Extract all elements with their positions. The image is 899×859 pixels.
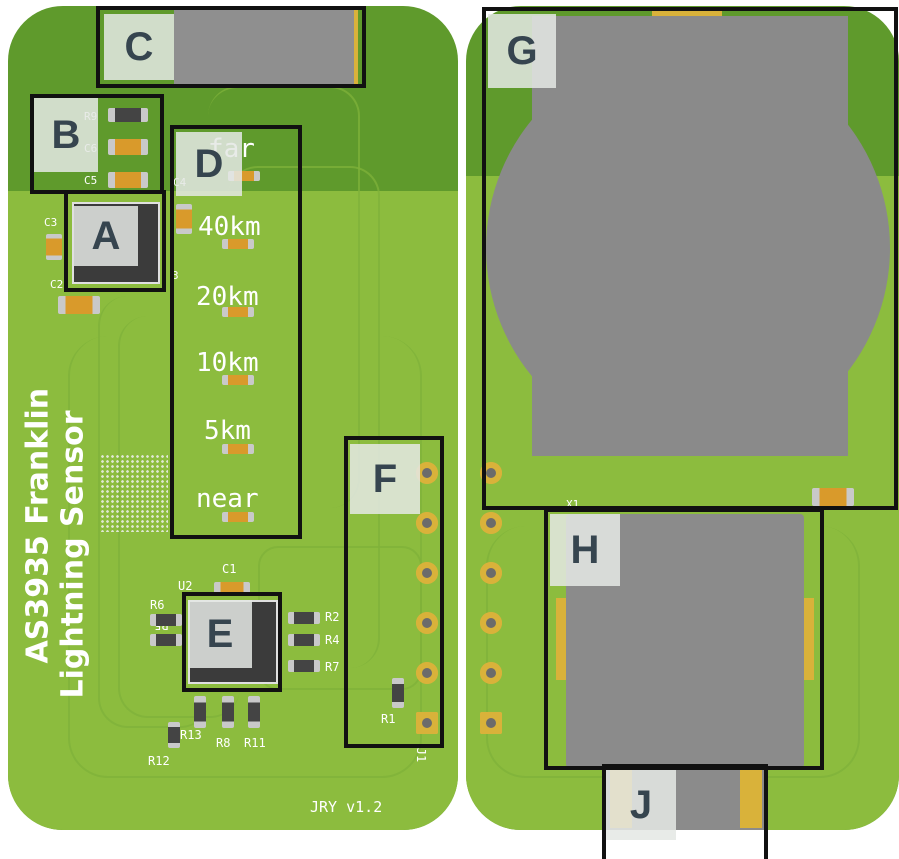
label-c1: C1 — [222, 562, 237, 576]
distance-label-near: near — [196, 484, 259, 514]
led-5km — [222, 444, 254, 454]
region-label-b: B — [34, 98, 98, 172]
board-title-line1: AS3935 Franklin — [20, 387, 56, 664]
header-pin-5 — [416, 662, 438, 684]
resistor-r9 — [108, 108, 148, 122]
label-r13: R13 — [180, 728, 202, 742]
header-pin-2 — [416, 512, 438, 534]
region-label-j: J — [606, 770, 676, 840]
capacitor-c4 — [176, 204, 192, 234]
resistor-r5 — [150, 634, 182, 646]
label-r2: R2 — [325, 610, 340, 624]
label-r1: R1 — [381, 712, 396, 726]
battery-holder-body — [532, 16, 848, 456]
label-c3: C3 — [44, 216, 58, 229]
resistor-r6 — [150, 614, 182, 626]
label-c2: C2 — [50, 278, 64, 291]
label-r7: R7 — [325, 660, 340, 674]
antenna-component — [174, 10, 358, 86]
resistor-r11 — [248, 696, 260, 728]
led-40km — [222, 239, 254, 249]
label-u3: 3 — [172, 269, 179, 282]
resistor-r7 — [288, 660, 320, 672]
resistor-r13 — [168, 722, 180, 748]
region-box-c — [96, 6, 366, 88]
capacitor-c3 — [46, 234, 62, 260]
label-c5: C5 — [84, 174, 98, 187]
pcb-trace — [98, 296, 210, 728]
label-r12: R12 — [148, 754, 170, 768]
capacitor-c5 — [108, 172, 148, 188]
region-label-d: D — [176, 132, 242, 196]
region-label-f: F — [350, 444, 420, 514]
led-near — [222, 512, 254, 522]
label-r11: R11 — [244, 736, 266, 750]
capacitor-c2 — [58, 296, 100, 314]
capacitor-right — [812, 488, 854, 506]
capacitor-c6 — [108, 139, 148, 155]
top-gold-pad — [652, 10, 722, 20]
label-j1: J1 — [414, 747, 429, 763]
region-label-g: G — [488, 14, 556, 88]
board-version: JRY v1.2 — [310, 798, 383, 816]
region-label-e: E — [188, 600, 252, 668]
module-contact-right — [804, 598, 814, 680]
led-far — [228, 171, 260, 181]
right-pin-6 — [480, 712, 502, 734]
capacitor-c1 — [214, 582, 250, 594]
distance-label-5km: 5km — [204, 416, 251, 446]
header-pin-3 — [416, 562, 438, 584]
right-pin-4 — [480, 612, 502, 634]
region-box-d — [170, 125, 302, 539]
pcb-trace — [68, 336, 422, 778]
led-20km — [222, 307, 254, 317]
distance-label-10km: 10km — [196, 348, 259, 378]
board-title-line2: Lightning Sensor — [55, 410, 91, 699]
region-label-c: C — [104, 14, 174, 80]
label-u2: U2 — [178, 579, 193, 593]
region-box-e — [182, 592, 282, 692]
module-contact-left — [556, 598, 566, 680]
label-r8: R8 — [216, 736, 231, 750]
header-pin-4 — [416, 612, 438, 634]
right-pin-2 — [480, 512, 502, 534]
usb-connector-pad-right — [740, 770, 762, 828]
label-r6: R6 — [150, 598, 165, 612]
right-pin-5 — [480, 662, 502, 684]
resistor-r2 — [288, 612, 320, 624]
pcb-trace — [228, 166, 380, 668]
region-label-h: H — [550, 514, 620, 586]
resistor-r1 — [392, 678, 404, 708]
region-box-f — [344, 436, 444, 748]
region-box-b — [30, 94, 164, 194]
resistor-r4 — [288, 634, 320, 646]
resistor-r8 — [222, 696, 234, 728]
region-box-j — [602, 764, 768, 859]
right-pin-3 — [480, 562, 502, 584]
led-10km — [222, 375, 254, 385]
resistor-r12 — [194, 696, 206, 728]
region-label-a: A — [74, 206, 138, 266]
header-pin-6 — [416, 712, 438, 734]
label-r4: R4 — [325, 633, 340, 647]
distance-label-40km: 40km — [198, 212, 261, 242]
region-box-h — [544, 508, 824, 770]
silkscreen-logo — [100, 454, 168, 532]
header-pin-1 — [416, 462, 438, 484]
